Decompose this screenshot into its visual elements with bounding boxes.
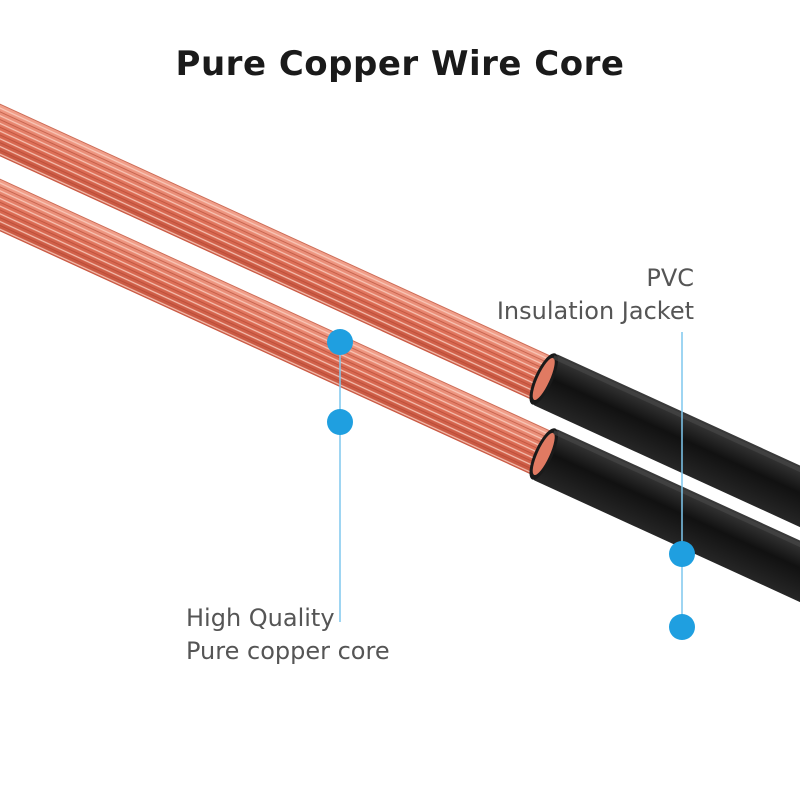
- lower-pvc-jacket: [533, 429, 800, 645]
- core-marker-upper: [327, 329, 353, 355]
- upper-wire: [0, 99, 800, 570]
- jacket-marker-lower: [669, 614, 695, 640]
- lower-wire: [0, 174, 800, 645]
- core-callout: High Quality Pure copper core: [186, 602, 390, 668]
- upper-pvc-jacket: [533, 354, 800, 570]
- insulation-callout-line2: Insulation Jacket: [496, 297, 694, 325]
- insulation-callout-line1: PVC: [646, 264, 694, 292]
- core-callout-line1: High Quality: [186, 604, 335, 632]
- page-title: Pure Copper Wire Core: [175, 44, 625, 84]
- core-marker-lower: [327, 409, 353, 435]
- insulation-callout: PVC Insulation Jacket: [497, 262, 694, 328]
- core-callout-line2: Pure copper core: [186, 637, 390, 665]
- jacket-marker-upper: [669, 541, 695, 567]
